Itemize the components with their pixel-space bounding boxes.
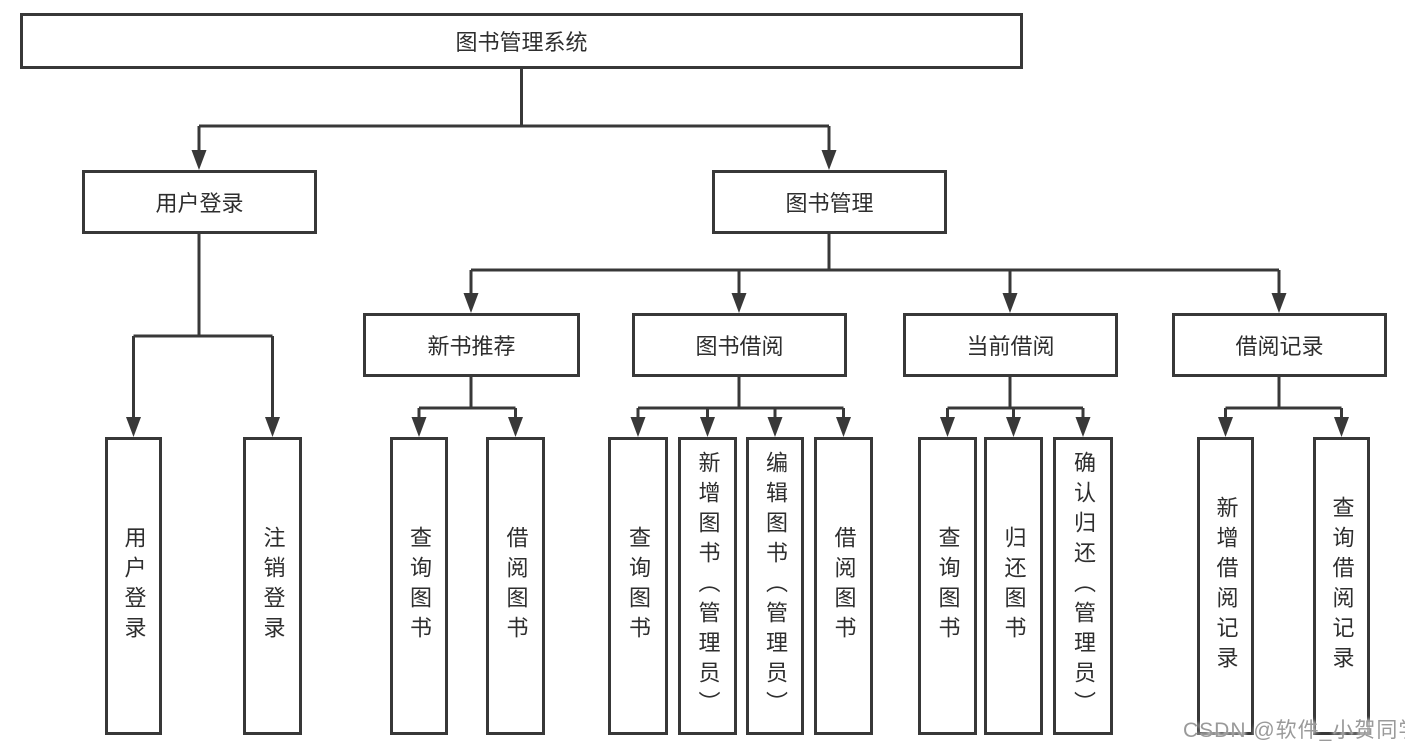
connector-book-borrow-children xyxy=(636,376,845,419)
leaf-confirm-return-admin: 确认归还（管理员） xyxy=(1053,437,1113,735)
connector-borrow-records-children xyxy=(1224,376,1343,419)
node-new-book-recommend: 新书推荐 xyxy=(363,313,580,377)
leaf-logout: 注销登录 xyxy=(243,437,302,735)
connector-new-book-children xyxy=(417,376,517,419)
connector-user-login-children xyxy=(132,233,274,419)
leaf-user-login: 用户登录 xyxy=(105,437,162,735)
connector-root-to-level2 xyxy=(197,68,831,152)
leaf-borrow-book: 借阅图书 xyxy=(814,437,873,735)
leaf-query-borrow-record: 查询借阅记录 xyxy=(1313,437,1370,735)
connector-current-borrow-children xyxy=(946,376,1085,419)
node-user-login: 用户登录 xyxy=(82,170,317,234)
node-book-management: 图书管理 xyxy=(712,170,947,234)
connector-book-management-children xyxy=(469,233,1281,295)
node-current-borrow: 当前借阅 xyxy=(903,313,1118,377)
leaf-current-query-book: 查询图书 xyxy=(918,437,977,735)
node-library-system: 图书管理系统 xyxy=(20,13,1023,69)
leaf-borrow-query-book: 查询图书 xyxy=(608,437,668,735)
leaf-add-book-admin: 新增图书（管理员） xyxy=(678,437,737,735)
node-book-borrow: 图书借阅 xyxy=(632,313,847,377)
leaf-recommend-query-book: 查询图书 xyxy=(390,437,448,735)
arrowheads xyxy=(126,150,1349,437)
node-borrow-records: 借阅记录 xyxy=(1172,313,1387,377)
leaf-recommend-borrow-book: 借阅图书 xyxy=(486,437,545,735)
watermark: CSDN @软件_小贺同学 xyxy=(1183,719,1405,742)
leaf-edit-book-admin: 编辑图书（管理员） xyxy=(746,437,804,735)
leaf-add-borrow-record: 新增借阅记录 xyxy=(1197,437,1254,735)
leaf-return-book: 归还图书 xyxy=(984,437,1043,735)
